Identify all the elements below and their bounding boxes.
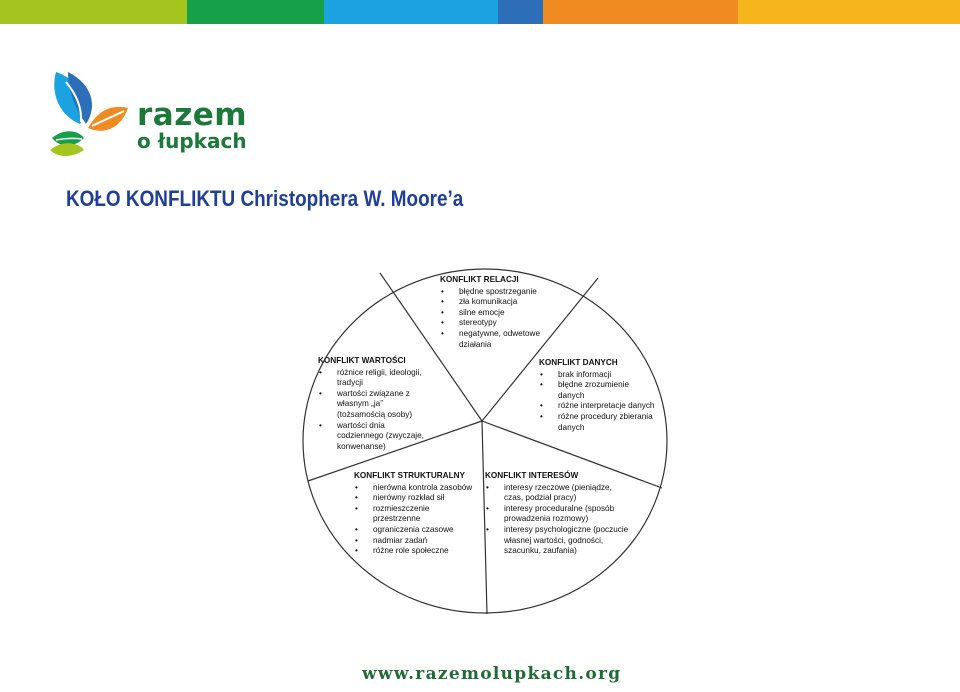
logo-line-1: razem <box>137 97 248 133</box>
list-item: interesy rzeczowe (pieniądze, czas, podz… <box>485 483 631 504</box>
list-item: błędne spostrzeganie <box>440 287 570 298</box>
list-item: wartości związane z własnym „ja” (tożsam… <box>318 389 430 421</box>
leaf-logo-icon <box>50 72 128 156</box>
list-item: różne interpretacje danych <box>539 401 657 412</box>
list-item: interesy proceduralne (sposób prowadzeni… <box>485 504 631 525</box>
list-item: różne role społeczne <box>354 546 479 557</box>
list-item: silne emocje <box>440 308 570 319</box>
topbar-segment-green <box>187 0 324 24</box>
wheel-divider <box>481 420 663 489</box>
section-title: KONFLIKT RELACJI <box>440 275 519 284</box>
section-title: KONFLIKT WARTOŚCI <box>318 356 406 365</box>
logo-text: razem o łupkach <box>137 97 248 153</box>
topbar-segment-yellow <box>738 0 960 24</box>
top-color-bar <box>0 0 960 24</box>
list-item: nierówna kontrola zasobów <box>354 483 479 494</box>
section-title: KONFLIKT DANYCH <box>539 358 618 367</box>
section-title: KONFLIKT STRUKTURALNY <box>354 471 465 480</box>
list-item: brak informacji <box>539 370 657 381</box>
list-item: rozmieszczenie przestrzenne <box>354 504 479 525</box>
list-item: negatywne, odwetowe działania <box>440 329 570 350</box>
list-item: interesy psychologiczne (poczucie własne… <box>485 525 631 557</box>
list-item: różnice religii, ideologii, tradycji <box>318 368 430 389</box>
list-item: wartości dnia codziennego (zwyczaje, kon… <box>318 421 430 453</box>
list-item: różne procedury zbierania danych <box>539 412 657 433</box>
list-item: nadmiar zadań <box>354 536 479 547</box>
wheel-divider <box>379 272 483 422</box>
section-konflikt-danych: KONFLIKT DANYCH brak informacji błędne z… <box>539 358 657 433</box>
page-title: KOŁO KONFLIKTU Christophera W. Moore’a <box>66 186 464 211</box>
section-konflikt-strukturalny: KONFLIKT STRUKTURALNY nierówna kontrola … <box>354 471 479 557</box>
list-item: stereotypy <box>440 318 570 329</box>
wheel-outline <box>302 268 668 614</box>
section-konflikt-interesow: KONFLIKT INTERESÓW interesy rzeczowe (pi… <box>485 471 631 557</box>
list-item: nierówny rozkład sił <box>354 493 479 504</box>
topbar-segment-orange <box>543 0 738 24</box>
list-item: błędne zrozumienie danych <box>539 380 657 401</box>
topbar-segment-lime <box>0 0 187 24</box>
section-title: KONFLIKT INTERESÓW <box>485 471 579 480</box>
topbar-segment-blue <box>498 0 543 24</box>
footer-website-link[interactable]: www.razemolupkach.org <box>362 664 622 684</box>
section-konflikt-relacji: KONFLIKT RELACJI błędne spostrzeganie zł… <box>440 275 570 350</box>
section-konflikt-wartosci: KONFLIKT WARTOŚCI różnice religii, ideol… <box>318 356 430 452</box>
topbar-segment-light-blue <box>324 0 498 24</box>
list-item: ograniczenia czasowe <box>354 525 479 536</box>
logo-line-2: o łupkach <box>137 129 247 153</box>
list-item: zła komunikacja <box>440 297 570 308</box>
